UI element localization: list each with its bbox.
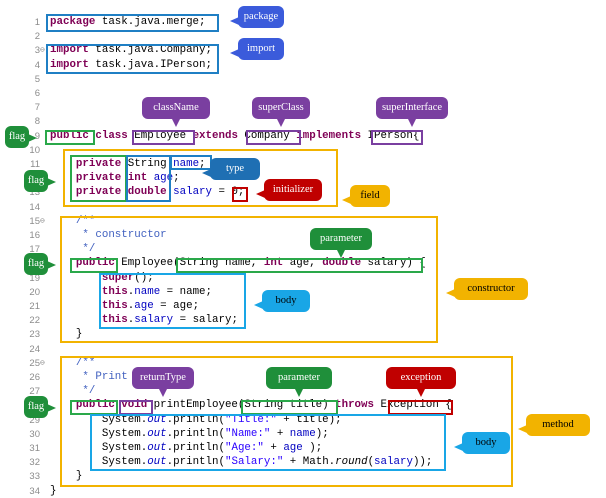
constructor-flag-tag: flag (24, 253, 56, 275)
code-line: } (50, 484, 57, 497)
constructor-body-box (99, 273, 246, 329)
package-tag: package (230, 6, 284, 28)
code-line: * Print (50, 371, 128, 383)
initializer-tag: initializer (256, 179, 322, 201)
line-number: 1 (34, 17, 40, 28)
method-parameter-box (241, 400, 338, 415)
code-line: public Employee(String name, int age, do… (75, 257, 426, 270)
code-line: public class Employee extends Company im… (50, 129, 420, 142)
code-line: */ (50, 243, 96, 256)
method-tag: method (518, 414, 590, 436)
line-number: 16 (29, 230, 40, 241)
returntype-tag: returnType (132, 367, 194, 397)
code-line: } (50, 470, 83, 483)
constructor-box (60, 216, 438, 343)
classname-tag: className (142, 97, 210, 127)
method-body-box (90, 414, 446, 471)
line-number: 32 (29, 457, 40, 469)
code-line: public void printEmployee(String title) … (75, 399, 452, 412)
code-line: import task.java.Company; (50, 44, 212, 57)
field-flag-tag: flag (24, 170, 56, 192)
code-line: private double salary = 0; (75, 186, 245, 199)
code-line: */ (50, 385, 96, 398)
line-number: 22 (29, 315, 40, 327)
line-number: 10 (29, 144, 40, 156)
line-number: 30 (29, 428, 40, 440)
code-line: import task.java.IPerson; (50, 58, 212, 71)
line-number: 14 (29, 201, 40, 213)
code-line: this.name = name; (101, 285, 213, 298)
field-flag-box (70, 155, 127, 202)
super-class-box (246, 130, 301, 145)
class-flag-box (45, 130, 95, 145)
exception-box (388, 400, 453, 415)
fold-icon[interactable]: ⊖ (40, 46, 45, 56)
line-number: 13 (29, 187, 40, 199)
code-line: System.out.println("Name:" + name); (50, 427, 329, 440)
super-interface-box (371, 130, 423, 145)
code-line: System.out.println("Salary:" + Math.roun… (50, 456, 433, 469)
method-body-tag: body (454, 432, 510, 454)
superinterface-tag: superInterface (376, 97, 448, 127)
fold-icon[interactable]: ⊖ (40, 358, 45, 368)
import-box (46, 44, 219, 74)
code-line: private int age; (75, 172, 180, 185)
line-number: 6 (34, 88, 40, 99)
constructor-body-tag: body (254, 290, 310, 312)
exception-tag: exception (386, 367, 456, 397)
constructor-flag-box (70, 258, 118, 273)
line-number: 5 (34, 73, 40, 85)
line-number: 34 (29, 485, 40, 497)
line-number: 2 (34, 31, 40, 43)
method-flag-box (70, 400, 118, 415)
method-box (60, 356, 513, 487)
line-number: 4 (34, 59, 40, 71)
type-tag: type (202, 158, 260, 180)
code-line: System.out.println("Age:" + age ); (50, 442, 323, 454)
code-line: this.salary = salary; (101, 314, 238, 327)
line-number: 15 (29, 215, 40, 227)
line-number: 7 (34, 102, 40, 114)
constructor-parameter-tag: parameter (310, 228, 372, 258)
field-tag: field (342, 185, 390, 207)
line-number: 29 (29, 414, 40, 426)
constructor-tag: constructor (446, 278, 528, 300)
import-tag: import (230, 38, 284, 60)
code-line: this.age = age; (101, 300, 200, 312)
line-number: 9 (34, 130, 40, 142)
field-name-box (170, 155, 212, 170)
package-box (46, 14, 219, 32)
field-type-box (126, 155, 171, 202)
code-line: /** (75, 356, 96, 369)
line-number: 17 (29, 244, 40, 256)
line-number: 33 (29, 471, 40, 483)
return-type-box (119, 400, 153, 415)
line-number: 8 (34, 116, 40, 128)
line-number: 26 (29, 372, 40, 383)
line-number: 25 (29, 357, 40, 369)
line-number: 23 (29, 329, 40, 341)
line-number: 24 (29, 343, 40, 355)
line-number: 31 (29, 443, 40, 454)
field-group-box (63, 149, 338, 207)
line-number: 11 (30, 159, 40, 170)
superclass-tag: superClass (252, 97, 310, 127)
method-flag-tag: flag (24, 396, 56, 418)
line-number: 27 (29, 386, 40, 398)
code-line: } (50, 328, 83, 341)
class-flag-tag: flag (5, 126, 37, 148)
constructor-parameter-box (176, 258, 423, 273)
code-line: * constructor (50, 229, 167, 241)
method-parameter-tag: parameter (266, 367, 332, 397)
line-number: 21 (29, 301, 40, 312)
fold-icon[interactable]: ⊖ (40, 216, 45, 226)
line-number: 19 (29, 272, 40, 284)
line-number: 3 (34, 45, 40, 57)
initializer-box (232, 187, 248, 202)
code-line: private String name; (75, 158, 206, 170)
line-number: 20 (29, 286, 40, 298)
code-line: package task.java.merge; (50, 16, 206, 28)
class-name-box (132, 130, 195, 145)
code-line: System.out.println("Title:" + title); (50, 413, 342, 426)
